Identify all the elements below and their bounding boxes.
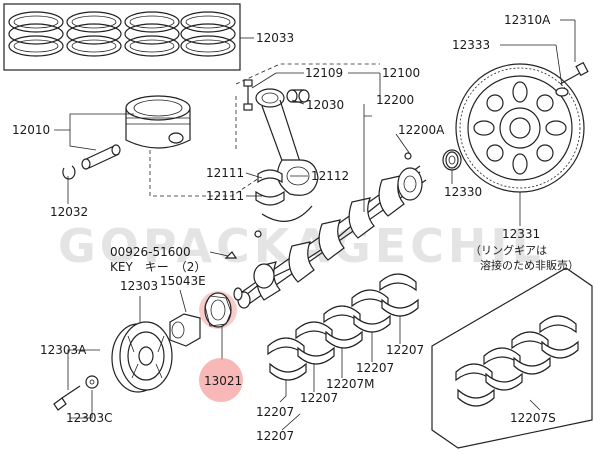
label-12111-lower[interactable]: 12111 [206,189,244,203]
flywheel-bolt[interactable] [559,61,589,85]
piston[interactable] [125,95,191,149]
label-12207-e[interactable]: 12207 [256,429,294,443]
label-12207-a[interactable]: 12207 [256,405,294,419]
rod-group-bracket [235,63,380,85]
label-12331-note-1: （リングギアは [470,243,547,257]
label-12303C[interactable]: 12303C [66,411,113,425]
label-12207-b[interactable]: 12207 [300,391,338,405]
flywheel[interactable] [455,63,585,193]
crank-timing-sprocket[interactable] [204,292,232,328]
crank-pilot-bushing[interactable] [445,151,459,169]
label-12109[interactable]: 12109 [305,66,343,80]
woodruff-key[interactable] [224,251,238,259]
label-12200A[interactable]: 12200A [398,123,445,137]
crank-pulley[interactable] [111,321,173,393]
label-12331-note-2: 溶接のため非販売） [480,258,579,272]
label-12207M[interactable]: 12207M [326,377,375,391]
label-15043E[interactable]: 15043E [160,274,206,288]
label-12010[interactable]: 12010 [12,123,50,137]
main-bearing-undersize-set[interactable] [431,267,593,449]
flywheel-washer[interactable] [555,87,569,97]
pulley-bolt[interactable] [53,385,81,411]
leader-12010-a [54,113,134,131]
label-12330[interactable]: 12330 [444,185,482,199]
label-12200[interactable]: 12200 [376,93,414,107]
label-12112[interactable]: 12112 [311,169,349,183]
rod-bolt-nuts[interactable] [243,79,253,111]
label-12333[interactable]: 12333 [452,38,490,52]
label-12111-upper[interactable]: 12111 [206,166,244,180]
label-12100[interactable]: 12100 [382,66,420,80]
ring-stack-2 [66,11,122,57]
label-12331[interactable]: 12331 [502,227,540,241]
label-12207-d[interactable]: 12207 [386,343,424,357]
pulley-washer[interactable] [85,375,99,389]
ring-set-frame [3,3,241,71]
connecting-rod[interactable] [255,88,319,196]
label-12033[interactable]: 12033 [256,31,294,45]
label-00926-51600[interactable]: 00926-51600 [110,245,191,259]
label-12207S[interactable]: 12207S [510,411,556,425]
label-key[interactable]: KEY キー （2） [110,260,206,274]
label-12303A[interactable]: 12303A [40,343,87,357]
label-12310A[interactable]: 12310A [504,13,551,27]
main-bearing-set[interactable] [267,273,419,381]
rod-cap[interactable] [254,205,313,238]
crank-plug[interactable] [404,152,412,160]
label-13021[interactable]: 13021 [204,374,242,388]
piston-ring-set[interactable] [3,3,241,71]
ring-stack-4 [180,11,236,57]
crank-sprocket[interactable] [233,263,275,301]
label-12207-c[interactable]: 12207 [356,361,394,375]
highlight-13021-circle [199,358,243,402]
assembly-guide [149,150,263,197]
rod-bearing-upper[interactable] [257,169,283,184]
label-12032[interactable]: 12032 [50,205,88,219]
ring-stack-1 [8,11,64,57]
label-12303[interactable]: 12303 [120,279,158,293]
leader-12010-b [69,130,97,151]
piston-pin[interactable] [81,144,121,170]
label-12030[interactable]: 12030 [306,98,344,112]
snap-ring[interactable] [62,165,76,180]
ring-stack-3 [124,11,180,57]
rod-bearing-lower[interactable] [255,190,285,206]
crank-spacer[interactable] [169,313,201,347]
